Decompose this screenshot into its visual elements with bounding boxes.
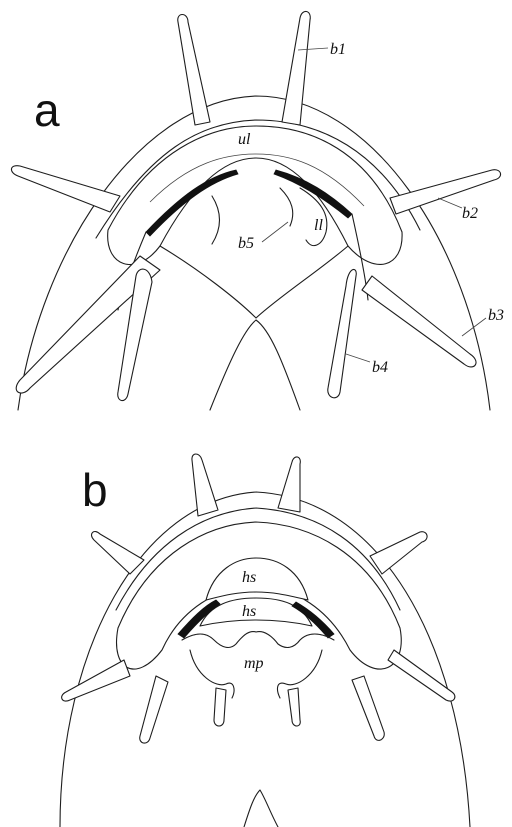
label-ul: ul bbox=[238, 131, 251, 148]
bristle-b-lower-5 bbox=[352, 676, 384, 740]
panel-b: b hs hs mp bbox=[60, 454, 470, 827]
label-b4: b4 bbox=[372, 359, 388, 376]
label-ll: ll bbox=[314, 217, 323, 234]
label-mp: mp bbox=[244, 655, 264, 672]
spine-b-top-left bbox=[192, 454, 218, 516]
spine-b-right bbox=[370, 532, 427, 574]
bristle-b4-right bbox=[328, 269, 356, 397]
label-b3: b3 bbox=[488, 307, 504, 324]
panel-letter-b: b bbox=[82, 464, 108, 516]
leader-b3 bbox=[462, 318, 486, 336]
leader-b4 bbox=[346, 354, 370, 362]
bristle-b-lower-1 bbox=[62, 660, 130, 701]
label-b1: b1 bbox=[330, 41, 346, 58]
mouth-plate-mp bbox=[182, 632, 334, 648]
bristle-b2-right bbox=[390, 170, 501, 214]
median-cone-a bbox=[210, 320, 300, 410]
panel-a: a ul ll b1 b2 b3 b4 b5 bbox=[11, 11, 504, 410]
bristle-b3-right bbox=[362, 276, 476, 367]
spine-b-top-right bbox=[278, 457, 300, 512]
bristle-b1-left bbox=[178, 15, 210, 126]
bristle-b2-left bbox=[11, 166, 120, 212]
label-hs-upper: hs bbox=[242, 569, 256, 586]
spine-b-left bbox=[92, 532, 144, 574]
panel-letter-a: a bbox=[34, 84, 60, 136]
leader-b5 bbox=[262, 222, 288, 242]
bristle-b1-right bbox=[282, 11, 310, 125]
bristle-b-lower-3 bbox=[214, 688, 226, 726]
leader-b2 bbox=[438, 198, 462, 208]
upper-lip-b bbox=[117, 522, 402, 669]
median-cone-b bbox=[244, 790, 278, 827]
label-b5: b5 bbox=[238, 235, 254, 252]
bristle-b-lower-2 bbox=[140, 676, 168, 743]
label-hs-lower: hs bbox=[242, 603, 256, 620]
label-b2: b2 bbox=[462, 205, 478, 222]
bristle-b-lower-4 bbox=[288, 688, 300, 726]
bristle-b-lower-6 bbox=[388, 650, 455, 701]
